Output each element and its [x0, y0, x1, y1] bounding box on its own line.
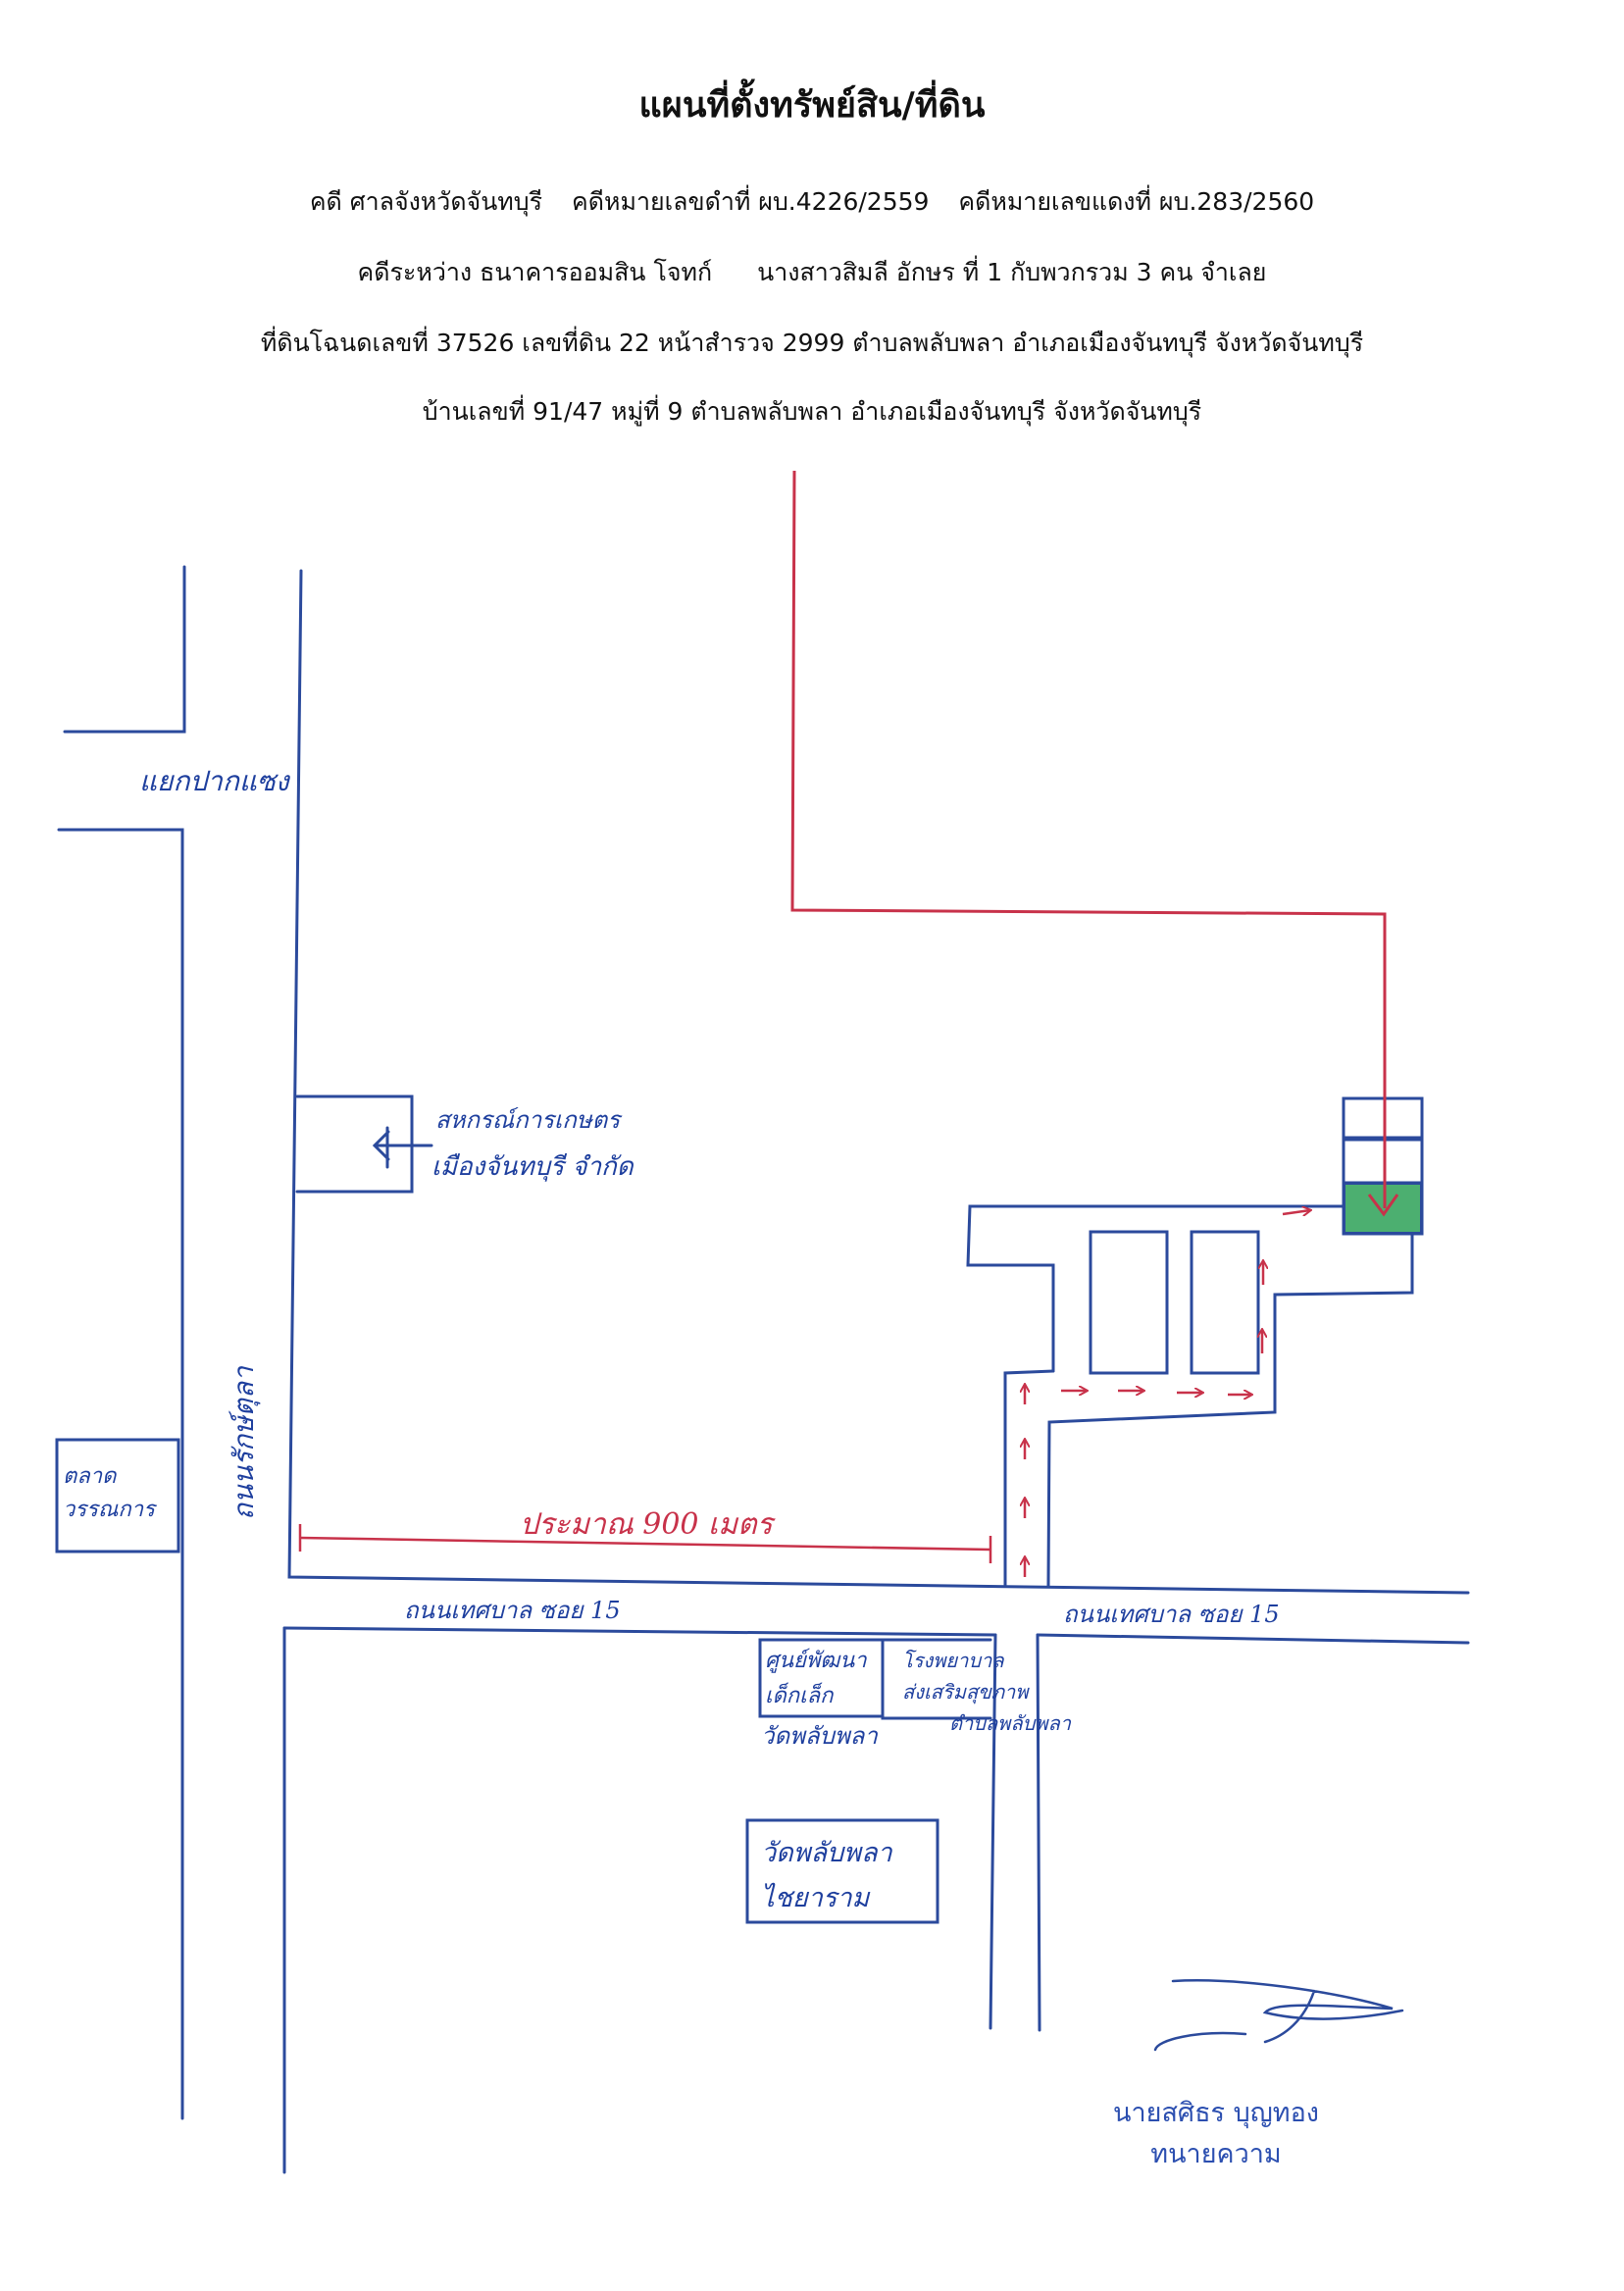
land-deed-line: ที่ดินโฉนดเลขที่ 37526 เลขที่ดิน 22 หน้า… [260, 329, 1364, 357]
case-black-number: คดีหมายเลขดำที่ ผบ.4226/2559 [572, 187, 930, 216]
south-lane-left [989, 1633, 997, 2030]
market-label-line1: ตลาด [63, 1464, 118, 1489]
temple-label-line2: ไชยาราม [761, 1882, 871, 1913]
north-lane-right [1046, 1230, 1414, 1588]
plaintiff: คดีระหว่าง ธนาคารออมสิน โจทก์ [357, 258, 713, 286]
distance-measure [298, 1524, 992, 1563]
main-road-left-edge [57, 828, 184, 2120]
hospital-label-line1: โรงพยาบาล [902, 1649, 1005, 1672]
row-house-2 [1342, 1138, 1424, 1185]
market-building [55, 1438, 180, 1553]
route-arrow [1282, 1210, 1310, 1214]
route-line [790, 470, 1399, 1217]
temple-small-label: วัดพลับพลา [761, 1722, 879, 1750]
main-road-label: ถนนรักษ์ตุลา [228, 1365, 261, 1520]
signer-role: ทนายความ [1150, 2139, 1282, 2169]
hospital-building [881, 1638, 992, 1720]
house-address-line: บ้านเลขที่ 91/47 หมู่ที่ 9 ตำบลพลับพลา อ… [422, 397, 1202, 426]
case-red-number: คดีหมายเลขแดงที่ ผบ.283/2560 [958, 187, 1315, 216]
road-lines [55, 565, 1470, 2174]
soi-15-lower-edge [1036, 1633, 1470, 1645]
junction-label: แยกปากแซง [139, 765, 291, 797]
hospital-label-line3: ตำบลพลับพลา [949, 1711, 1072, 1735]
childcare-label-line1: ศูนย์พัฒนา [765, 1648, 867, 1673]
signer-name: นายสศิธร บุญทอง [1113, 2098, 1319, 2128]
case-parties-line: คดีระหว่าง ธนาคารออมสิน โจทก์ นางสาวสิมล… [0, 253, 1624, 292]
route-pointer [790, 470, 1387, 1208]
road-label-left: ถนนเทศบาล ซอย 15 [404, 1597, 621, 1624]
market-label-line2: วรรณการ [63, 1498, 158, 1522]
temple-label-line1: วัดพลับพลา [761, 1838, 893, 1868]
coop-arrow [372, 1130, 433, 1161]
south-lane-right [1036, 1633, 1041, 2032]
distance-label: ประมาณ 900 เมตร [520, 1507, 777, 1542]
page-title: แผนที่ตั้งทรัพย์สิน/ที่ดิน [638, 85, 986, 126]
route-arrows [1025, 1210, 1310, 1577]
main-road-right-edge [287, 569, 1470, 1595]
inner-lane [966, 1204, 1345, 1373]
hospital-label-line2: ส่งเสริมสุขภาพ [902, 1680, 1030, 1705]
temple-building [745, 1818, 939, 1924]
subject-parcel [1344, 1183, 1422, 1234]
north-lane-left [1003, 1369, 1055, 1587]
case-info-line: คดี ศาลจังหวัดจันทบุรี คดีหมายเลขดำที่ ผ… [0, 182, 1624, 222]
housing-block-1 [1089, 1230, 1169, 1375]
coop-label-line2: เมืองจันทบุรี จำกัด [431, 1152, 634, 1182]
defendant: นางสาวสิมลี อักษร ที่ 1 กับพวกรวม 3 คน จ… [757, 258, 1267, 286]
row-house-1 [1342, 1096, 1424, 1140]
signature-scribble [1153, 1979, 1404, 2052]
soi-15-lower-edge-left [282, 1626, 997, 1637]
distance-line [299, 1536, 991, 1552]
parcel-arrow-head [1367, 1194, 1399, 1217]
housing-block-2 [1190, 1230, 1260, 1375]
case-court: คดี ศาลจังหวัดจันทบุรี [309, 187, 543, 216]
road-label-right: ถนนเทศบาล ซอย 15 [1063, 1601, 1280, 1628]
coop-label-line1: สหกรณ์การเกษตร [435, 1106, 623, 1134]
junction-road-edge [63, 565, 186, 734]
childcare-label-line2: เด็กเล็ก [765, 1682, 835, 1708]
